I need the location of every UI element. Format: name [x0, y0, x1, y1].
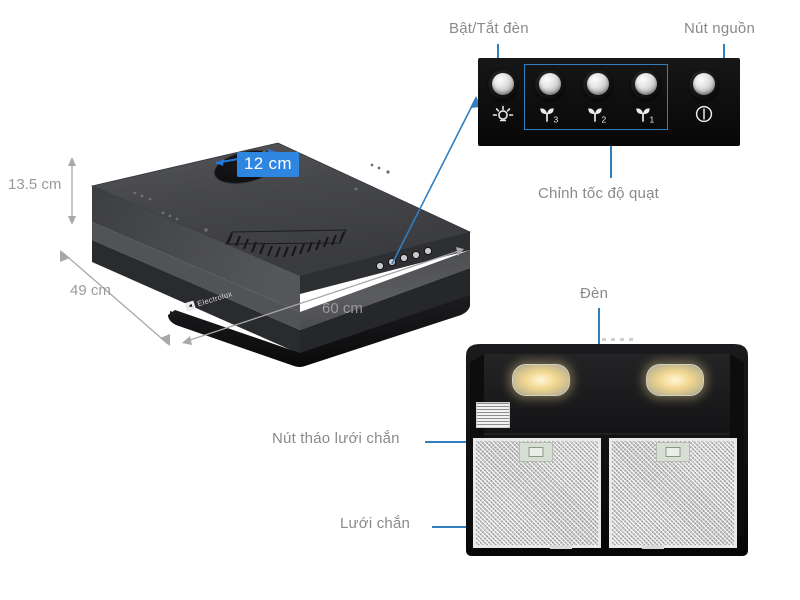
- lamp-callout-label: Đèn: [580, 285, 609, 302]
- fan-icon: 3: [540, 108, 559, 125]
- light-bulb-icon: [492, 105, 514, 122]
- light-knob[interactable]: [488, 70, 518, 100]
- lamp-left: [512, 364, 570, 396]
- fan-icon: 2: [588, 108, 607, 125]
- grease-filter-left[interactable]: [473, 438, 601, 548]
- hood-underside-illustration: [462, 338, 752, 560]
- fan-speed-highlight-box: [524, 64, 668, 130]
- filter-callout-label: Lưới chắn: [340, 515, 411, 532]
- filter-release-button-right[interactable]: [656, 442, 690, 462]
- fan-speed-number: 1: [650, 115, 655, 125]
- power-button-callout-label: Nút nguồn: [684, 20, 756, 37]
- power-icon: [695, 105, 713, 123]
- fan-speed-number: 2: [602, 115, 607, 125]
- light-button-callout-label: Bật/Tắt đèn: [449, 20, 529, 37]
- filter-latch-left: [550, 545, 572, 549]
- fan-speed-2-knob[interactable]: [583, 70, 613, 100]
- dimension-width-arrow: [182, 247, 464, 345]
- fan-speed-callout-leader: [610, 146, 612, 178]
- dimension-width-label: 60 cm: [322, 300, 363, 317]
- lamp-right: [646, 364, 704, 396]
- fan-icon: 1: [636, 108, 655, 125]
- dimension-height-arrow: [68, 157, 76, 225]
- lamp-callout-leader: [598, 308, 600, 374]
- top-indicator-dots: [602, 338, 633, 341]
- dimension-depth-arrow: [60, 250, 170, 346]
- fan-speed-1-knob[interactable]: [631, 70, 661, 100]
- fan-speed-3-knob[interactable]: [535, 70, 565, 100]
- dimension-duct-badge: 12 cm: [237, 152, 299, 177]
- dimension-height-label: 13.5 cm: [8, 176, 62, 193]
- filter-release-callout-label: Nút tháo lưới chắn: [272, 430, 400, 447]
- control-panel: 3 2 1: [478, 58, 740, 146]
- filter-release-button-left[interactable]: [519, 442, 553, 462]
- power-knob[interactable]: [689, 70, 719, 100]
- info-sticker: [476, 402, 510, 428]
- fan-speed-callout-label: Chỉnh tốc độ quạt: [538, 185, 659, 202]
- dimension-depth-label: 49 cm: [70, 282, 111, 299]
- fan-speed-number: 3: [554, 115, 559, 125]
- filter-latch-right: [642, 545, 664, 549]
